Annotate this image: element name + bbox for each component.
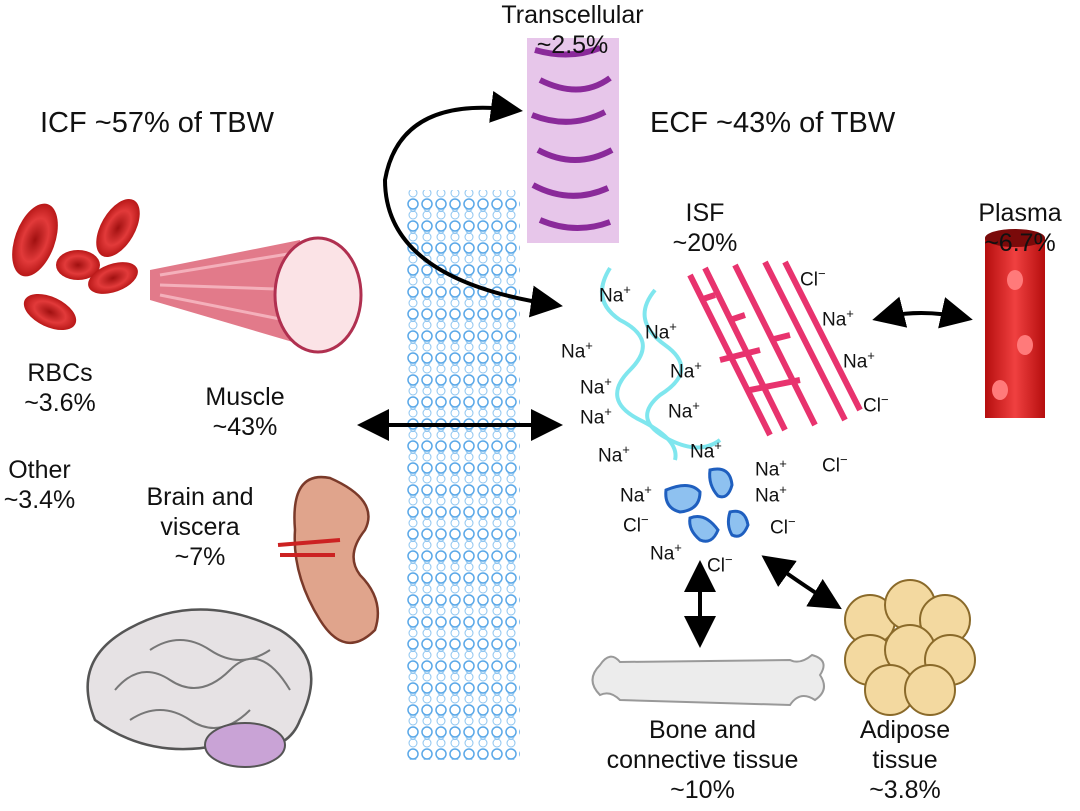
arrow-isf-plasma xyxy=(872,296,973,329)
plasma-label: Plasma ~6.7% xyxy=(960,198,1080,258)
sodium-ion-label: Na+ xyxy=(755,456,787,481)
sodium-ion-label: Na+ xyxy=(650,540,682,565)
rbcs-label: RBCs ~3.6% xyxy=(15,358,105,418)
red-blood-cells-image xyxy=(12,199,140,331)
compartment-percent: ~6.7% xyxy=(984,229,1056,257)
brain-image xyxy=(86,608,313,768)
isf-label: ISF ~20% xyxy=(665,198,745,258)
compartment-name-line2: connective tissue xyxy=(606,746,799,774)
compartment-name: Other xyxy=(8,456,71,484)
chloride-ion-label: Cl− xyxy=(623,512,649,537)
sodium-ion-label: Na+ xyxy=(580,404,612,429)
kidney-image xyxy=(293,475,380,645)
compartment-name: Transcellular xyxy=(501,1,644,29)
sodium-ion-label: Na+ xyxy=(843,348,875,373)
other-label: Other ~3.4% xyxy=(0,455,87,515)
compartment-name: Muscle xyxy=(205,383,285,411)
chloride-ion-label: Cl− xyxy=(822,452,848,477)
sodium-ion-label: Na+ xyxy=(620,482,652,507)
compartment-percent: ~3.8% xyxy=(869,776,941,804)
compartment-name: Plasma xyxy=(978,199,1062,227)
sodium-ion-label: Na+ xyxy=(690,438,722,463)
compartment-percent: ~3.6% xyxy=(24,389,96,417)
arrow-transcellular-isf xyxy=(382,91,563,318)
sodium-ion-label: Na+ xyxy=(598,442,630,467)
cell-membrane-bilayer xyxy=(405,190,520,760)
sodium-ion-label: Na+ xyxy=(755,482,787,507)
bone-label: Bone and connective tissue ~10% xyxy=(580,715,825,805)
sodium-ion-label: Na+ xyxy=(645,319,677,344)
transcellular-label: Transcellular ~2.5% xyxy=(490,0,655,60)
ecf-label: ECF ~43% of TBW xyxy=(650,107,896,139)
sodium-ion-label: Na+ xyxy=(670,358,702,383)
compartment-name: Bone and xyxy=(648,716,757,744)
muscle-label: Muscle ~43% xyxy=(185,382,305,442)
compartment-name: Brain and xyxy=(146,483,254,511)
compartment-percent: ~2.5% xyxy=(536,31,609,59)
compartment-percent: ~10% xyxy=(670,776,735,804)
transcellular-tissue-image xyxy=(527,38,619,243)
compartment-name-line2: viscera xyxy=(160,513,240,541)
chloride-ion-label: Cl− xyxy=(863,392,889,417)
chloride-ion-label: Cl− xyxy=(707,552,733,577)
compartment-name: RBCs xyxy=(27,359,93,387)
sodium-ion-label: Na+ xyxy=(599,282,631,307)
muscle-image xyxy=(150,236,363,354)
bone-image xyxy=(591,653,825,707)
chloride-ion-label: Cl− xyxy=(770,514,796,539)
plasma-blood-vessel-image xyxy=(985,229,1045,418)
compartment-name: Adipose xyxy=(859,716,951,744)
compartment-percent: ~43% xyxy=(212,413,278,441)
compartment-name-line2: tissue xyxy=(872,746,938,774)
exchange-arrows xyxy=(357,91,973,648)
brain-viscera-label: Brain and viscera ~7% xyxy=(125,482,275,572)
compartment-percent: ~3.4% xyxy=(3,486,76,514)
glycosaminoglycan-chains xyxy=(600,266,722,461)
collagen-fibers xyxy=(687,260,863,437)
sodium-ion-label: Na+ xyxy=(580,374,612,399)
compartment-percent: ~7% xyxy=(174,543,226,571)
icf-label: ICF ~57% of TBW xyxy=(40,107,274,139)
proteoglycan-aggregates xyxy=(664,467,750,543)
arrow-isf-adipose xyxy=(761,555,842,610)
adipose-tissue-image xyxy=(844,579,976,716)
sodium-ion-label: Na+ xyxy=(668,398,700,423)
compartment-name: ISF xyxy=(685,199,725,227)
sodium-ion-label: Na+ xyxy=(561,338,593,363)
compartment-percent: ~20% xyxy=(672,229,738,257)
adipose-label: Adipose tissue ~3.8% xyxy=(845,715,965,805)
sodium-ion-label: Na+ xyxy=(822,306,854,331)
chloride-ion-label: Cl− xyxy=(800,266,826,291)
